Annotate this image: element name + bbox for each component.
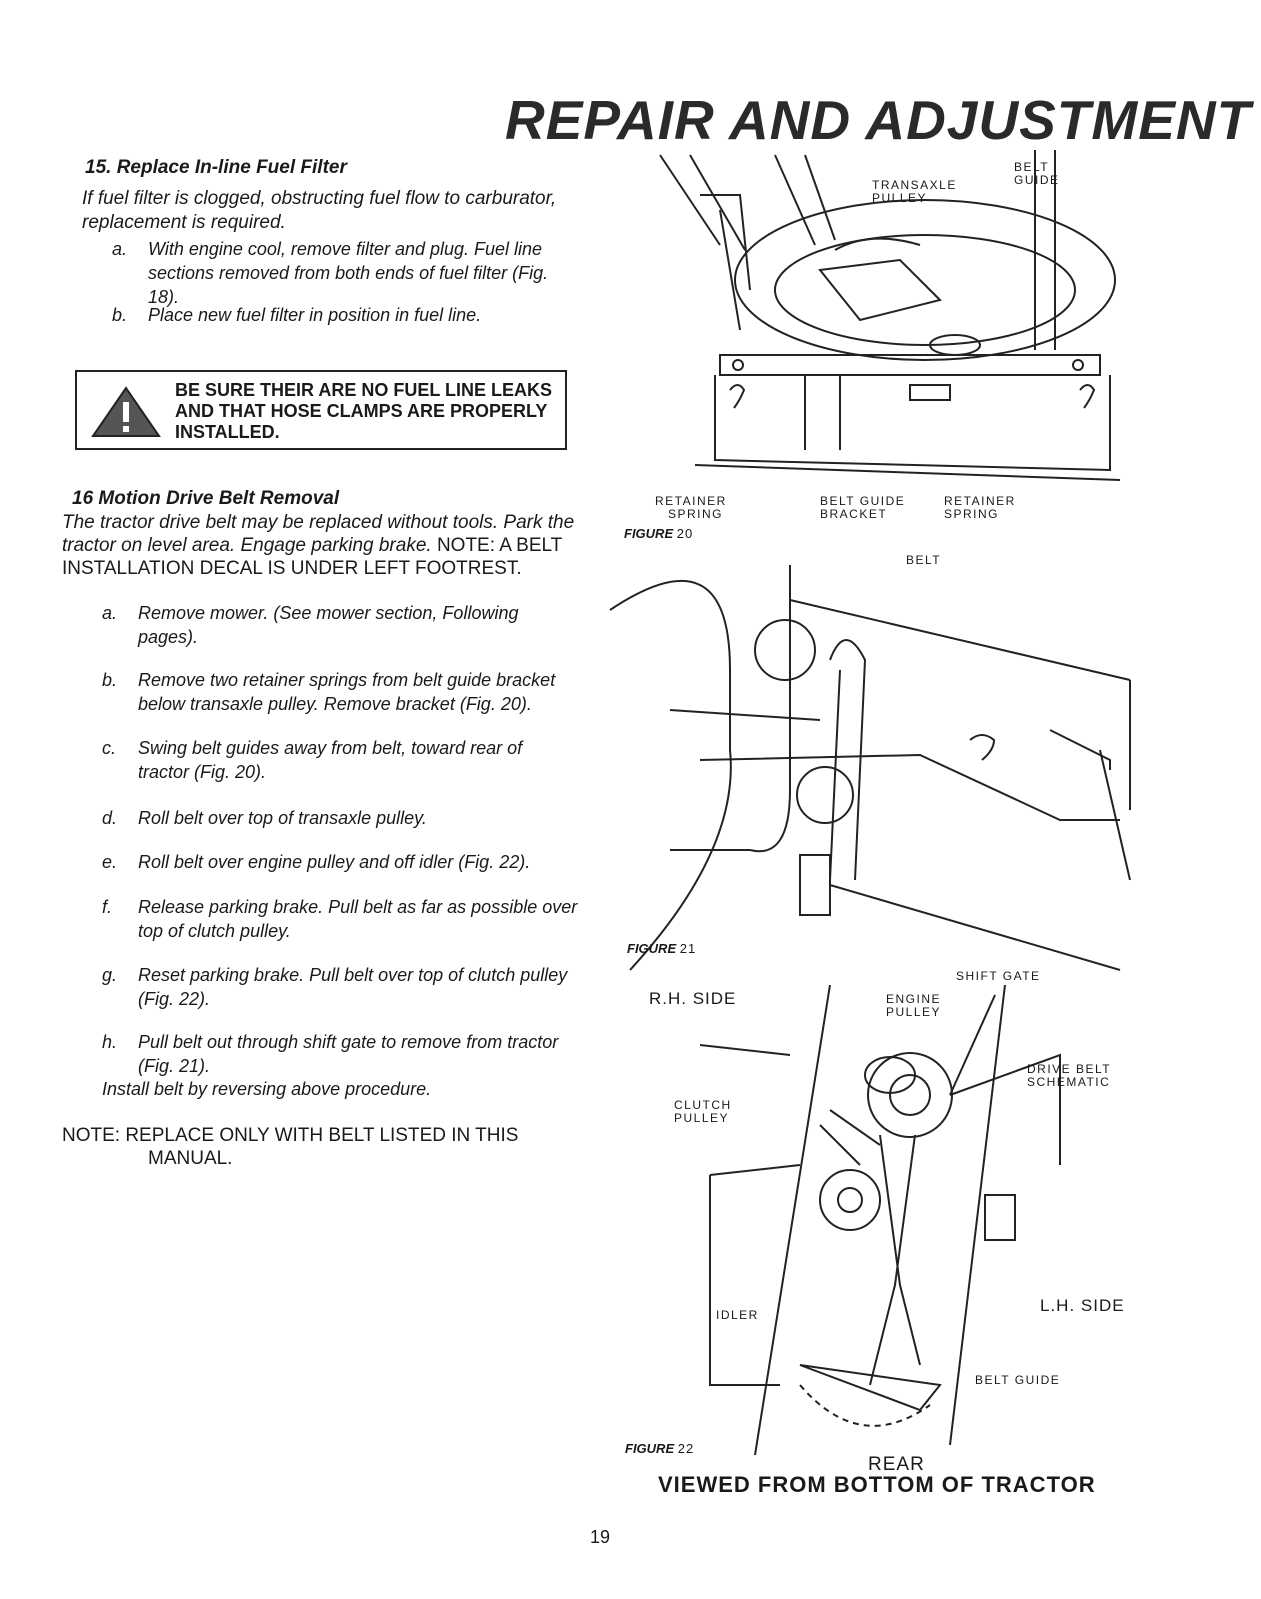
section-16-number: 16 [72,488,94,509]
figure-20-label-guide: GUIDE [1014,173,1060,187]
page-title: REPAIR AND ADJUSTMENT [505,89,1252,151]
section-16-step-e: e. Roll belt over engine pulley and off … [102,850,582,876]
step-text: Swing belt guides away from belt, toward… [138,738,523,782]
section-16-intro-note: NOTE: A BELT INSTALLATION DECAL IS UNDER… [62,535,562,579]
step-label: g. [102,965,118,985]
section-16-install: Install belt by reversing above procedur… [102,1079,432,1099]
section-15-step-b: b. Place new fuel filter in position in … [112,303,592,329]
step-text: Remove mower. (See mower section, Follow… [138,603,519,647]
section-16-name: Motion Drive Belt Removal [98,488,340,509]
figure-22-label-clutch: CLUTCH [674,1098,732,1112]
step-label: d. [102,808,118,828]
figure-20-label-pulley: PULLEY [872,191,928,205]
section-15-step-a: a. With engine cool, remove filter and p… [112,237,592,307]
step-text: Reset parking brake. Pull belt over top … [138,965,568,1009]
section-16-step-f: f. Release parking brake. Pull belt as f… [102,895,582,945]
step-label: a. [112,239,128,259]
section-16-step-a: a. Remove mower. (See mower section, Fol… [102,601,582,651]
section-15-intro: If fuel filter is clogged, obstructing f… [82,188,557,233]
figure-22-drawing [699,985,1061,1456]
figure-22-label-rear: REAR [868,1454,925,1475]
page-number: 19 [590,1527,611,1547]
step-text: Pull belt out through shift gate to remo… [138,1032,559,1076]
figure-caption-word: FIGURE [625,1441,675,1456]
step-label: b. [112,305,128,325]
figure-22-label-lh-side: L.H. SIDE [1040,1296,1125,1315]
figure-20-label-transaxle: TRANSAXLE [872,178,957,192]
figure-22-label-clutch-pulley: PULLEY [674,1111,730,1125]
step-text: Roll belt over top of transaxle pulley. [138,808,427,828]
figure-20-label-retainer-left: RETAINER [655,494,727,508]
section-16-step-h: h. Pull belt out through shift gate to r… [102,1030,582,1080]
step-label: f. [102,897,113,917]
warning-text: BE SURE THEIR ARE NO FUEL LINE LEAKS AND… [175,380,553,442]
figure-22-label-engine: ENGINE [886,992,942,1006]
section-16-title: 16 Motion Drive Belt Removal [72,488,339,510]
figure-22-caption-bottom: VIEWED FROM BOTTOM OF TRACTOR [658,1472,1096,1497]
figure-20-label-belt: BELT [1014,160,1050,174]
figure-21-label-rh-side: R.H. SIDE [649,989,737,1008]
figure-caption-number: 22 [677,1441,695,1456]
section-16-intro: The tractor drive belt may be replaced w… [62,511,592,580]
section-16-intro-text: The tractor drive belt may be replaced w… [62,512,575,556]
figure-20-drawing [659,150,1121,481]
figure-20-label-spring-right: SPRING [944,507,1000,521]
section-16-note-line-1: NOTE: REPLACE ONLY WITH BELT LISTED IN T… [62,1125,519,1146]
figure-20-label-bracket: BRACKET [820,507,888,521]
warning-box: BE SURE THEIR ARE NO FUEL LINE LEAKS AND… [75,370,567,450]
figure-21-label-shift-gate: SHIFT GATE [956,969,1041,983]
section-16-step-g: g. Reset parking brake. Pull belt over t… [102,963,582,1013]
step-text: Roll belt over engine pulley and off idl… [138,852,531,872]
section-16-step-d: d. Roll belt over top of transaxle pulle… [102,806,582,832]
step-label: a. [102,603,118,623]
figure-22-label-schematic: SCHEMATIC [1027,1075,1111,1089]
figure-22-label-drive-belt: DRIVE BELT [1027,1062,1112,1076]
figure-21-label-belt: BELT [906,553,942,567]
step-label: h. [102,1032,118,1052]
step-label: e. [102,852,118,872]
figure-caption-word: FIGURE [627,941,677,956]
figure-20-label-retainer-right: RETAINER [944,494,1016,508]
step-text: Release parking brake. Pull belt as far … [138,897,578,941]
figure-21-caption: FIGURE 21 [627,941,696,956]
figure-21-drawing [609,565,1131,971]
section-15-title: 15. Replace In-line Fuel Filter [85,157,347,178]
figure-20-label-belt-guide: BELT GUIDE [820,494,906,508]
section-16-step-b: b. Remove two retainer springs from belt… [102,668,582,718]
figure-20-caption: FIGURE 20 [624,526,693,541]
step-label: b. [102,670,118,690]
figure-22-label-engine-pulley: PULLEY [886,1005,942,1019]
figure-caption-word: FIGURE [624,526,674,541]
figure-22-label-idler: IDLER [716,1308,759,1322]
section-16-note-line-2: MANUAL. [148,1148,233,1169]
figure-caption-number: 20 [676,526,694,541]
step-text: Place new fuel filter in position in fue… [148,305,482,325]
figure-20-label-spring-left: SPRING [668,507,724,521]
warning-triangle-icon [91,386,161,437]
figure-caption-number: 21 [679,941,697,956]
step-text: Remove two retainer springs from belt gu… [138,670,556,714]
section-16-step-c: c. Swing belt guides away from belt, tow… [102,736,582,786]
figure-22-label-belt-guide: BELT GUIDE [975,1373,1061,1387]
figure-22-caption: FIGURE 22 [625,1441,694,1456]
step-label: c. [102,738,117,758]
step-text: With engine cool, remove filter and plug… [148,239,549,307]
